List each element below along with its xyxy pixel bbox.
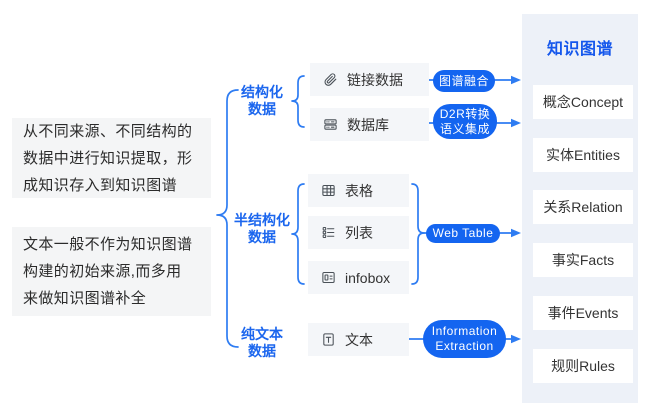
badge-label: 语义集成 — [439, 121, 490, 136]
category-label: 数据 — [248, 101, 276, 117]
arrowhead-2 — [511, 118, 521, 128]
badge-label: 图谱融合 — [438, 73, 489, 88]
category-plaintext: 纯文本 数据 — [218, 326, 306, 360]
badge-web-table: Web Table — [426, 224, 500, 243]
badge-label: Web Table — [432, 226, 494, 240]
category-label: 数据 — [248, 229, 276, 245]
source-label: 表格 — [345, 182, 373, 199]
panel-item-facts: 事实Facts — [533, 243, 633, 277]
text-file-icon — [323, 333, 334, 346]
panel-item-relation: 关系Relation — [533, 190, 633, 224]
badge-label: D2R转换 — [439, 106, 491, 121]
source-label: 数据库 — [347, 116, 389, 133]
arrowhead-1 — [511, 75, 521, 85]
category-label: 数据 — [248, 343, 276, 359]
note-line: 数据中进行知识提取，形 — [23, 149, 193, 167]
panel-item-concept: 概念Concept — [533, 85, 633, 119]
badge-information-extraction: Information Extraction — [423, 320, 506, 358]
table-icon — [322, 184, 335, 197]
knowledge-graph-panel: 知识图谱 概念Concept 实体Entities 关系Relation 事实F… — [522, 14, 638, 403]
category-label: 结构化 — [241, 84, 283, 100]
panel-item-entities: 实体Entities — [533, 138, 633, 172]
source-database: 数据库 — [310, 108, 429, 141]
source-label: infobox — [345, 269, 391, 286]
category-label: 纯文本 — [241, 326, 283, 342]
panel-item-events: 事件Events — [533, 296, 633, 330]
category-structured: 结构化 数据 — [218, 84, 306, 118]
note-line: 来做知识图谱补全 — [23, 290, 147, 307]
source-list: 列表 — [308, 216, 409, 249]
source-label: 文本 — [345, 331, 373, 348]
note-extraction: 从不同来源、不同结构的 数据中进行知识提取，形 成知识存入到知识图谱 — [12, 118, 211, 198]
badge-label: Information — [431, 324, 498, 338]
source-infobox: infobox — [308, 261, 409, 294]
arrowhead-3 — [511, 228, 521, 238]
list-icon — [322, 226, 335, 239]
note-line: 成知识存入到知识图谱 — [23, 176, 178, 194]
category-label: 半结构化 — [234, 212, 290, 228]
note-line: 从不同来源、不同结构的 — [23, 122, 193, 140]
note-text-completion: 文本一般不作为知识图谱 构建的初始来源,而多用 来做知识图谱补全 — [12, 227, 211, 316]
source-label: 列表 — [345, 224, 373, 241]
source-label: 链接数据 — [347, 71, 403, 88]
source-link-data: 链接数据 — [310, 63, 429, 96]
paperclip-icon — [324, 73, 337, 86]
panel-title: 知识图谱 — [546, 41, 613, 58]
badge-graph-fusion: 图谱融合 — [433, 70, 495, 92]
badge-label: Extraction — [435, 339, 494, 353]
category-semistructured: 半结构化 数据 — [218, 212, 306, 246]
source-text: 文本 — [308, 323, 409, 356]
arrowhead-4 — [511, 334, 521, 344]
database-icon — [324, 119, 337, 130]
webtable-close-brace — [411, 183, 425, 285]
note-line: 文本一般不作为知识图谱 — [23, 236, 193, 253]
infobox-icon — [322, 271, 335, 284]
panel-item-rules: 规则Rules — [533, 349, 633, 383]
source-table: 表格 — [308, 174, 409, 207]
badge-d2r-semantic: D2R转换 语义集成 — [433, 104, 497, 139]
note-line: 构建的初始来源,而多用 — [23, 263, 182, 280]
